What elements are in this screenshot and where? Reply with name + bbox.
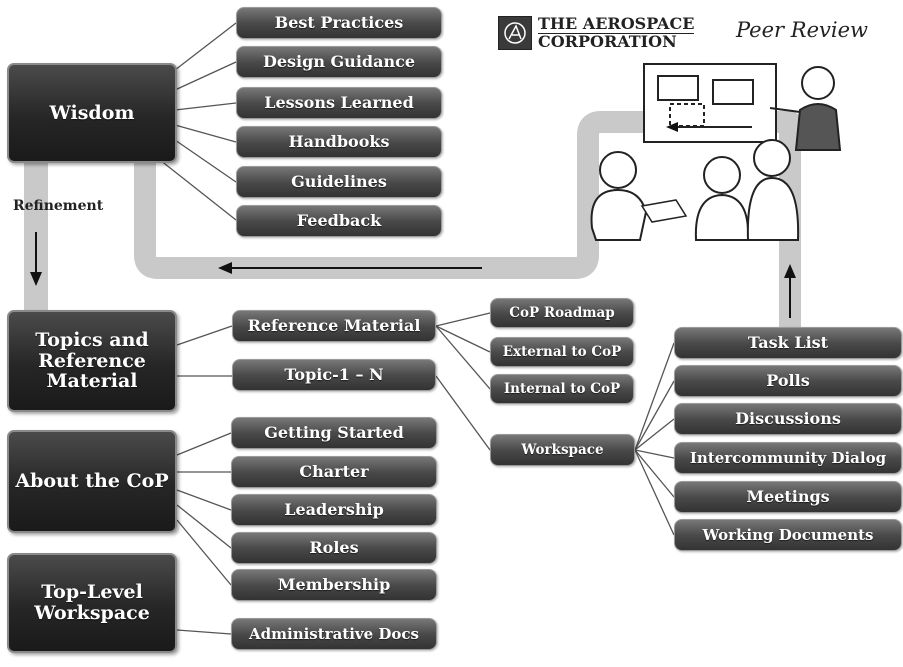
charter-node[interactable]: Charter xyxy=(231,456,437,488)
wisdom-connectors xyxy=(159,22,237,221)
wisdom-title: Wisdom xyxy=(49,101,135,124)
refinement-label: Refinement xyxy=(13,198,104,214)
roles-label: Roles xyxy=(309,538,359,558)
intercommunity-dialog-node[interactable]: Intercommunity Dialog xyxy=(674,442,902,474)
cop-roadmap-node[interactable]: CoP Roadmap xyxy=(490,298,634,328)
about-cop-title: About the CoP xyxy=(15,470,169,493)
external-to-cop-node[interactable]: External to CoP xyxy=(490,337,634,367)
polls-label: Polls xyxy=(766,371,810,391)
discussions-label: Discussions xyxy=(735,409,841,429)
topic-n-node[interactable]: Topic-1 – N xyxy=(232,359,436,391)
internal-to-cop-label: Internal to CoP xyxy=(503,380,621,397)
leadership-label: Leadership xyxy=(284,500,384,520)
working-documents-label: Working Documents xyxy=(702,525,874,544)
aerospace-logo-icon xyxy=(498,16,532,50)
topics-title-line3: Material xyxy=(46,370,138,393)
discussions-node[interactable]: Discussions xyxy=(674,403,902,435)
topic-n-label: Topic-1 – N xyxy=(284,365,384,385)
presenter xyxy=(801,66,835,100)
feedback-label: Feedback xyxy=(296,211,382,231)
wisdom-node[interactable]: Wisdom xyxy=(7,63,177,163)
membership-label: Membership xyxy=(277,575,391,595)
leadership-node[interactable]: Leadership xyxy=(231,494,437,526)
top-level-title-line1: Top-Level xyxy=(41,581,143,604)
audience-member-3 xyxy=(753,139,791,177)
topics-title-line1: Topics and xyxy=(35,328,149,351)
about-cop-node[interactable]: About the CoP xyxy=(7,430,177,533)
roles-node[interactable]: Roles xyxy=(231,532,437,564)
best-practices-label: Best Practices xyxy=(274,13,404,33)
top-level-workspace-node[interactable]: Top-Level Workspace xyxy=(7,553,177,653)
logo-line2: CORPORATION xyxy=(538,32,677,51)
design-guidance-label: Design Guidance xyxy=(262,52,415,72)
handbooks-node[interactable]: Handbooks xyxy=(236,126,442,158)
getting-started-node[interactable]: Getting Started xyxy=(231,417,437,449)
task-list-label: Task List xyxy=(747,333,829,353)
audience-member-1 xyxy=(599,151,637,189)
administrative-docs-node[interactable]: Administrative Docs xyxy=(231,618,437,650)
refinement-arrowhead xyxy=(30,272,42,286)
meetings-label: Meetings xyxy=(746,487,830,507)
handbooks-label: Handbooks xyxy=(288,132,390,152)
reference-material-label: Reference Material xyxy=(247,316,421,336)
administrative-docs-label: Administrative Docs xyxy=(249,624,419,643)
peer-review-illustration xyxy=(590,63,842,241)
lessons-learned-label: Lessons Learned xyxy=(264,93,414,113)
working-documents-node[interactable]: Working Documents xyxy=(674,519,902,551)
logo-line1: THE AEROSPACE xyxy=(538,14,695,34)
feedback-flow-band xyxy=(134,111,801,330)
workspace-node[interactable]: Workspace xyxy=(490,434,635,466)
polls-node[interactable]: Polls xyxy=(674,365,902,397)
about-connectors xyxy=(176,432,232,635)
top-level-title-line2: Workspace xyxy=(34,602,150,624)
company-logo: THE AEROSPACE CORPORATION xyxy=(498,14,710,51)
lessons-learned-node[interactable]: Lessons Learned xyxy=(236,87,442,119)
workspace-up-arrowhead xyxy=(784,264,796,278)
charter-label: Charter xyxy=(299,462,369,482)
design-guidance-node[interactable]: Design Guidance xyxy=(236,46,442,78)
reference-material-node[interactable]: Reference Material xyxy=(232,310,436,342)
meetings-node[interactable]: Meetings xyxy=(674,481,902,513)
membership-node[interactable]: Membership xyxy=(231,569,437,601)
workspace-label: Workspace xyxy=(521,441,604,458)
topics-connectors xyxy=(176,312,675,536)
intercommunity-dialog-label: Intercommunity Dialog xyxy=(689,448,887,467)
peer-review-label: Peer Review xyxy=(736,18,868,42)
best-practices-node[interactable]: Best Practices xyxy=(236,7,442,39)
topics-title-line2: Reference xyxy=(38,349,146,372)
external-to-cop-label: External to CoP xyxy=(502,343,622,360)
audience-member-2 xyxy=(703,156,741,194)
guidelines-label: Guidelines xyxy=(291,172,387,192)
guidelines-node[interactable]: Guidelines xyxy=(236,166,442,198)
cop-roadmap-label: CoP Roadmap xyxy=(509,304,615,321)
getting-started-label: Getting Started xyxy=(264,423,404,443)
feedback-arrowhead xyxy=(218,262,232,274)
task-list-node[interactable]: Task List xyxy=(674,327,902,359)
internal-to-cop-node[interactable]: Internal to CoP xyxy=(490,374,634,404)
feedback-node[interactable]: Feedback xyxy=(236,205,442,237)
topics-node[interactable]: Topics and Reference Material xyxy=(7,310,177,412)
